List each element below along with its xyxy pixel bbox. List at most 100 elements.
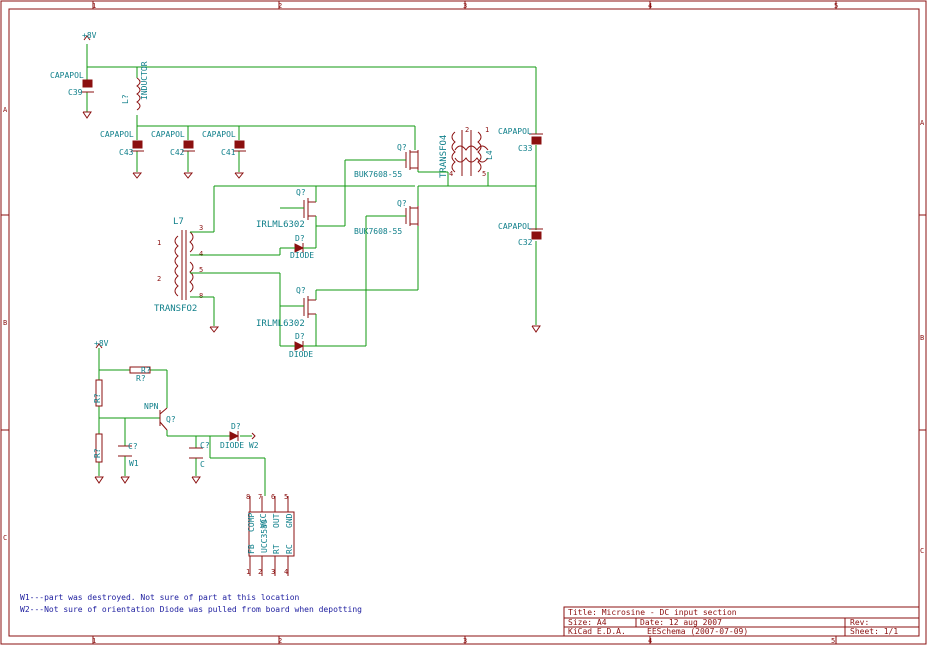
mosfet-buk7608-mid: Q? BUK7608-55 — [354, 198, 419, 346]
svg-text:IRLML6302: IRLML6302 — [256, 319, 305, 329]
svg-text:2: 2 — [258, 568, 262, 576]
svg-text:1: 1 — [157, 239, 161, 247]
transfo2-wires — [190, 185, 415, 346]
svg-text:4: 4 — [449, 170, 453, 178]
svg-text:Q?: Q? — [296, 286, 306, 295]
control-wires — [98, 348, 266, 496]
svg-text:CAPAPOL: CAPAPOL — [50, 71, 84, 80]
ic-ucc3580: 8 7 6 5 1 2 3 4 COMP VCC OUT GND UCC3580… — [246, 493, 295, 576]
zone-labels: 1 2 3 4 5 A B C A B C 1 2 3 4 5 — [3, 2, 925, 645]
notes: W1---part was destroyed. Not sure of par… — [20, 593, 362, 614]
svg-text:8: 8 — [246, 493, 250, 501]
diode-d2: D? DIODE — [280, 332, 366, 359]
svg-text:D?: D? — [295, 234, 305, 243]
capacitor-w1: C? W1 — [118, 442, 139, 468]
svg-text:C42: C42 — [170, 148, 185, 157]
svg-text:BUK7608-55: BUK7608-55 — [354, 170, 402, 179]
capacitor-c: C? C — [189, 441, 210, 469]
capacitor-c32: CAPAPOL C32 — [498, 222, 543, 333]
svg-text:5: 5 — [199, 266, 203, 274]
zone-row-b: B — [3, 319, 7, 327]
transformer-transfo4: TRANSFO4 L4 2 1 4 5 — [439, 126, 494, 178]
svg-text:DIODE: DIODE — [290, 251, 314, 260]
note-w2: W2---Not sure of orientation Diode was p… — [20, 605, 362, 614]
zone-row-a-right: A — [920, 119, 925, 127]
power-flag-top: +8V — [82, 31, 97, 41]
power-flag-bottom: +8V — [94, 339, 109, 349]
svg-text:DIODE: DIODE — [289, 350, 313, 359]
inductor: INDUCTOR L? — [121, 61, 149, 111]
svg-text:D?: D? — [231, 422, 241, 431]
svg-text:CAPAPOL: CAPAPOL — [151, 130, 185, 139]
transistor-npn: NPN Q? — [144, 402, 176, 431]
svg-text:7: 7 — [258, 493, 262, 501]
svg-text:C43: C43 — [119, 148, 134, 157]
svg-text:RC: RC — [285, 544, 294, 554]
svg-text:5: 5 — [482, 170, 486, 178]
svg-text:L?: L? — [121, 94, 130, 104]
svg-text:+8V: +8V — [82, 31, 97, 40]
svg-text:CAPAPOL: CAPAPOL — [100, 130, 134, 139]
svg-text:C?: C? — [200, 441, 210, 450]
zone-col-5: 5 — [834, 2, 838, 10]
svg-text:C?: C? — [128, 442, 138, 451]
tool-text: KiCad E.D.A. — [568, 627, 626, 636]
svg-text:1: 1 — [246, 568, 250, 576]
svg-text:+8V: +8V — [94, 339, 109, 348]
svg-text:6: 6 — [271, 493, 275, 501]
svg-text:W1: W1 — [129, 459, 139, 468]
svg-text:Q?: Q? — [296, 188, 306, 197]
svg-text:C32: C32 — [518, 238, 533, 247]
capacitor-c41: CAPAPOL C41 — [202, 130, 246, 179]
svg-text:CAPAPOL: CAPAPOL — [498, 127, 532, 136]
diode-w2: D? DIODE W2 — [220, 422, 259, 450]
svg-text:2: 2 — [465, 126, 469, 134]
capacitor-c33: CAPAPOL C33 — [498, 127, 543, 153]
svg-text:UCC3580: UCC3580 — [260, 519, 269, 553]
resistor-top: R? R? — [129, 366, 151, 383]
sheet-text: Sheet: 1/1 — [850, 627, 898, 636]
capacitor-c42: CAPAPOL C42 — [151, 130, 195, 179]
capacitor-c43: CAPAPOL C43 — [100, 130, 144, 179]
svg-text:R?: R? — [93, 448, 102, 458]
svg-text:NPN: NPN — [144, 402, 159, 411]
svg-text:Q?: Q? — [166, 415, 176, 424]
resistor-r2: R? — [93, 433, 103, 463]
rev-text: Rev: — [850, 618, 869, 627]
ground-symbols-lower — [94, 476, 201, 484]
svg-text:GND: GND — [285, 513, 294, 528]
title-text: Title: Microsine - DC input section — [568, 608, 737, 617]
svg-text:3: 3 — [271, 568, 275, 576]
svg-text:L4: L4 — [485, 150, 494, 160]
svg-text:D?: D? — [295, 332, 305, 341]
input-rail-wires — [86, 44, 537, 325]
zone-col-3-bottom: 3 — [463, 637, 467, 645]
svg-text:DIODE W2: DIODE W2 — [220, 441, 259, 450]
zone-row-c: C — [3, 534, 7, 542]
mosfet-irlml6302-top: Q? IRLML6302 — [256, 186, 345, 248]
svg-text:C: C — [200, 460, 205, 469]
diode-d1: D? DIODE — [280, 234, 316, 260]
svg-text:FB: FB — [247, 544, 256, 554]
transformer-wires — [417, 160, 536, 198]
svg-text:4: 4 — [199, 250, 203, 258]
transformer-transfo2: L7 TRANSFO2 1 2 3 4 5 8 — [154, 217, 203, 314]
svg-text:COMP: COMP — [247, 513, 256, 532]
zone-row-b-right: B — [920, 334, 924, 342]
svg-text:INDUCTOR: INDUCTOR — [140, 61, 149, 100]
svg-text:Q?: Q? — [397, 143, 407, 152]
svg-text:1: 1 — [485, 126, 489, 134]
svg-text:TRANSFO4: TRANSFO4 — [439, 135, 449, 178]
svg-text:R?: R? — [93, 393, 102, 403]
svg-text:3: 3 — [199, 224, 203, 232]
svg-text:VCC: VCC — [259, 513, 268, 528]
svg-text:5: 5 — [284, 493, 288, 501]
zone-col-1-bottom: 1 — [92, 637, 96, 645]
svg-text:TRANSFO2: TRANSFO2 — [154, 304, 197, 314]
zone-col-4: 4 — [648, 2, 652, 10]
date-text: Date: 12 aug 2007 — [640, 618, 722, 627]
size-text: Size: A4 — [568, 618, 607, 627]
